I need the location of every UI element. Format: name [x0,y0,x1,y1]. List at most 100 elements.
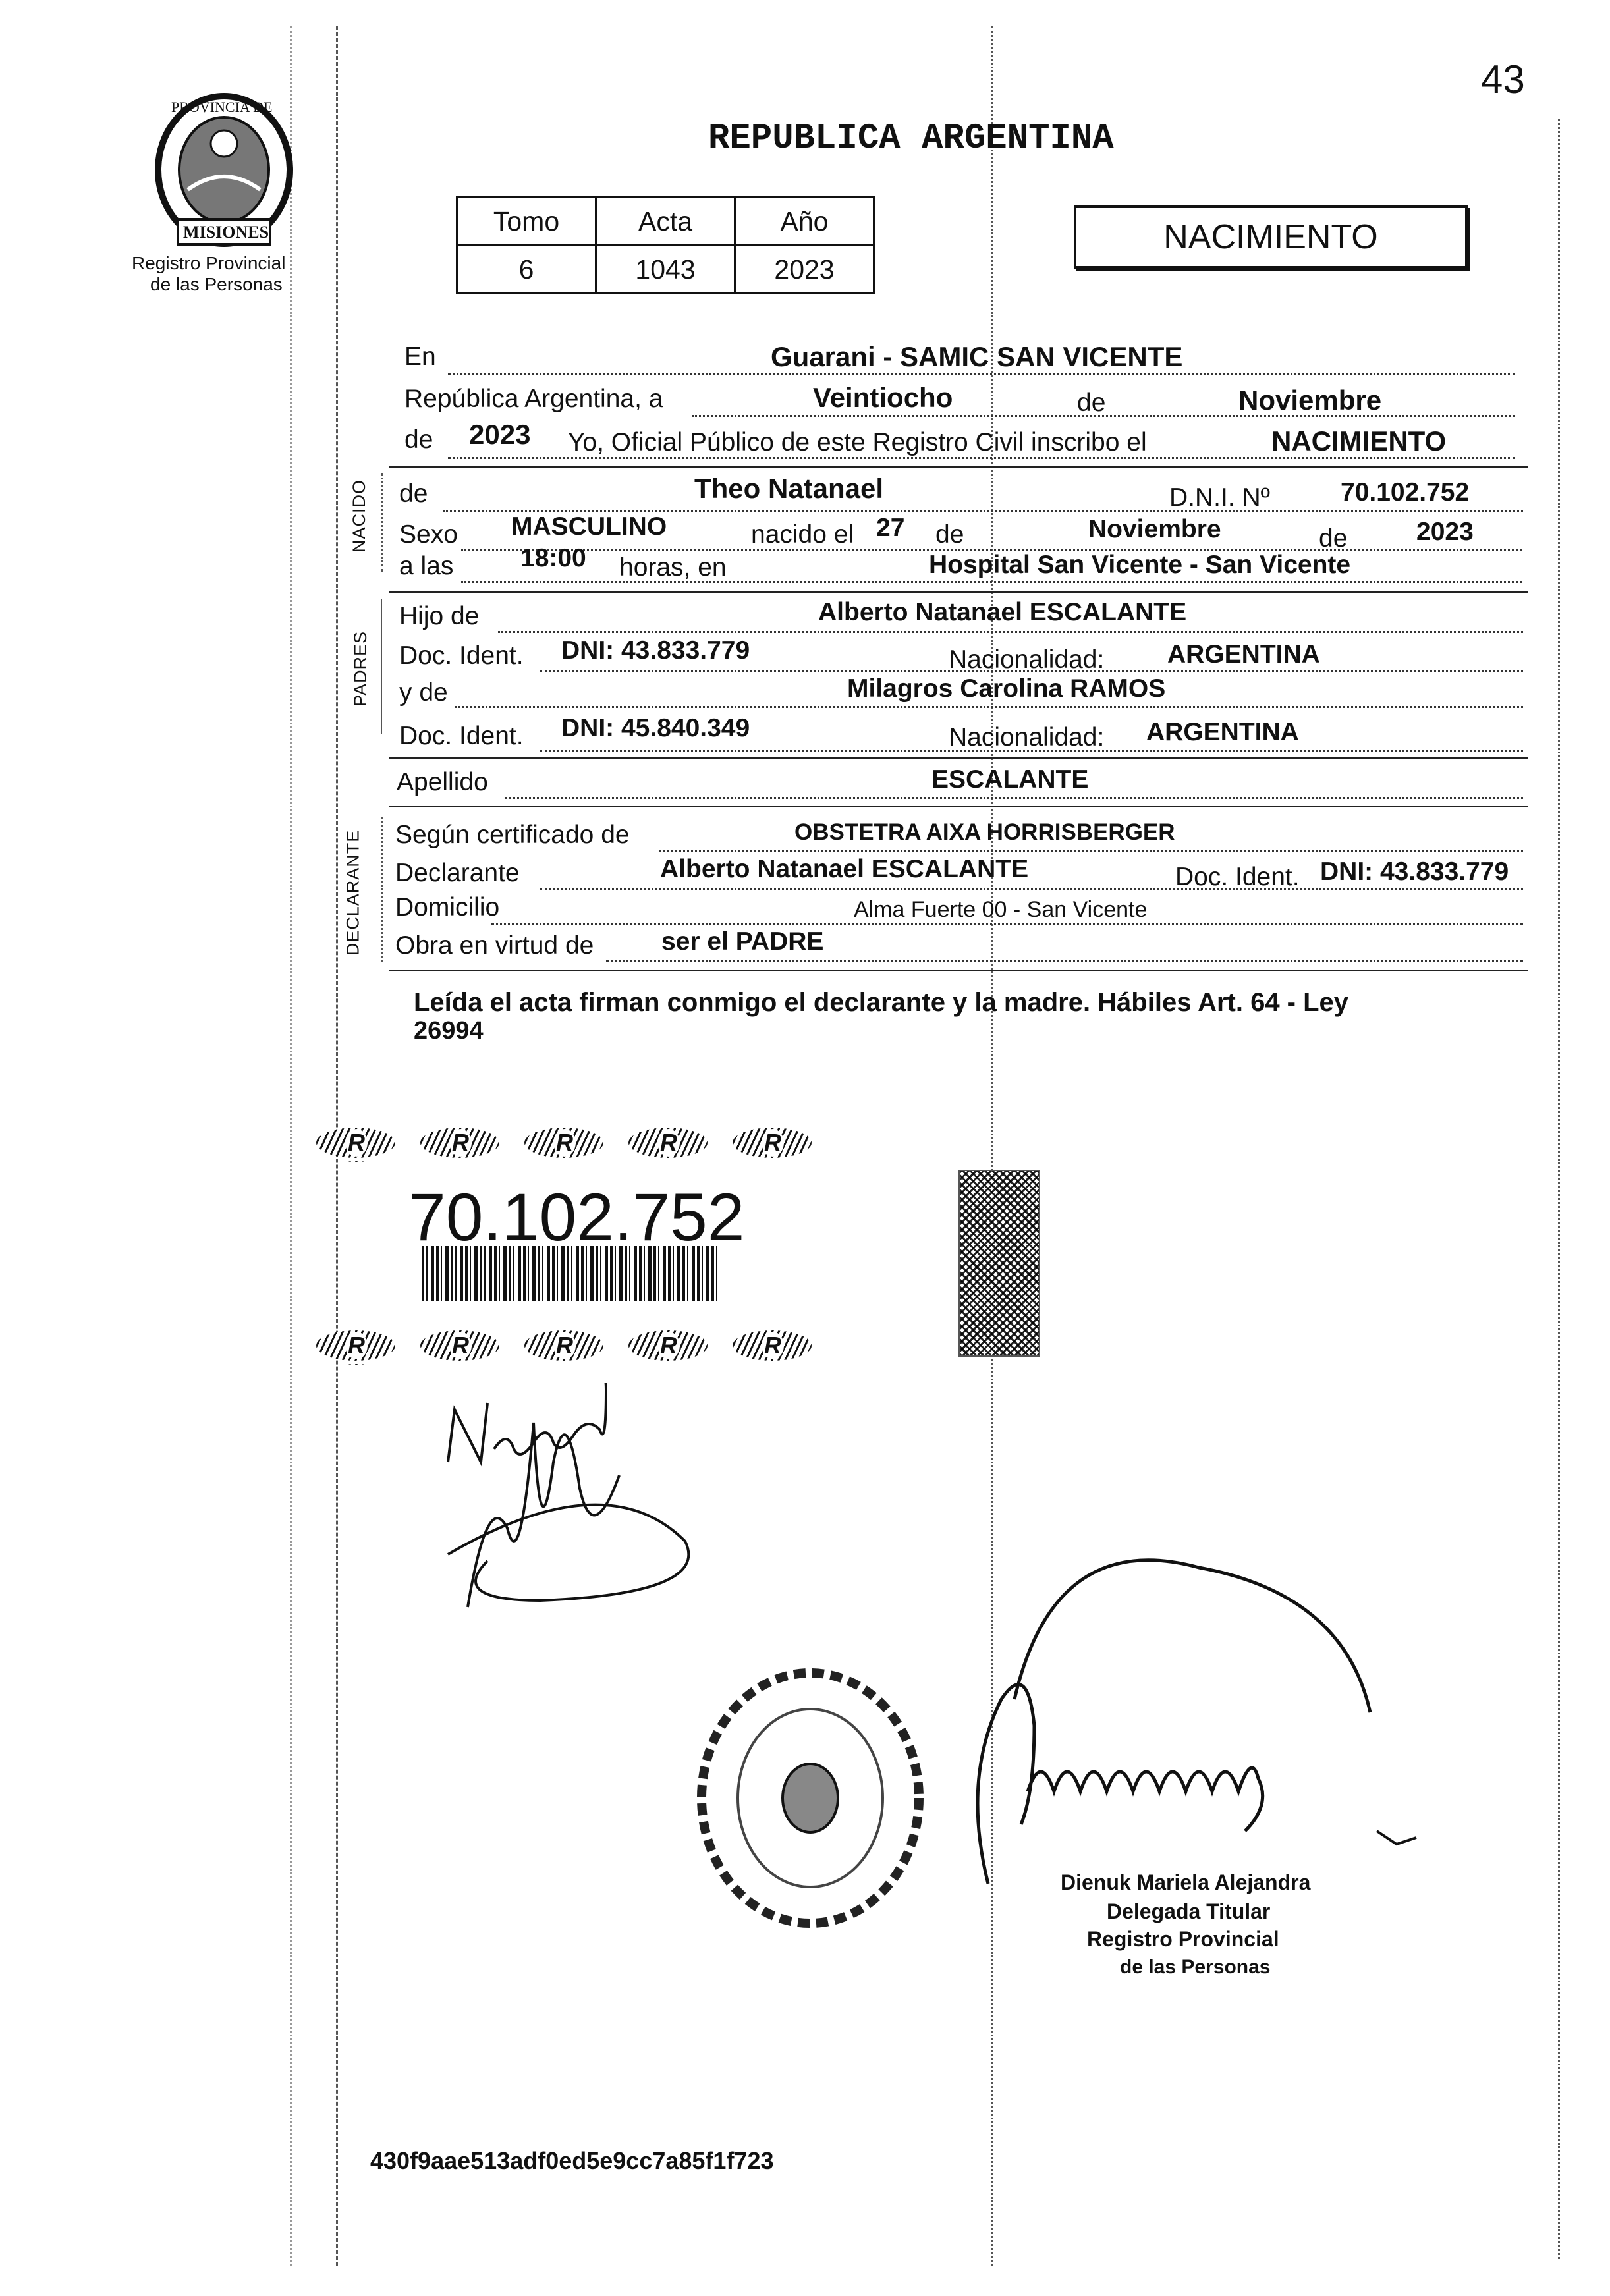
obra-value: ser el PADRE [661,927,824,956]
declarante-dots-2 [540,888,1523,890]
y-de-label: y de [399,678,448,707]
provincia-seal-icon [155,93,293,247]
declarante-dots-3 [491,923,1523,925]
en-label: En [404,342,436,371]
mother-nac-label: Nacionalidad: [949,723,1105,752]
security-band-top [316,1128,896,1162]
nacido-dots-2 [461,549,1522,551]
official-title: Delegada Titular [1107,1900,1271,1923]
apellido-label: Apellido [397,768,488,796]
logo-caption-line2: de las Personas [150,274,283,294]
closing-note-line1: Leída el acta firman conmigo el declaran… [414,988,1349,1017]
padres-section-label: PADRES [350,630,371,707]
de-label: de [1077,389,1106,417]
declarante-doc-label: Doc. Ident. [1175,863,1300,891]
cell-ano: 2023 [734,244,875,294]
dni-barcode [422,1246,717,1301]
registry-table-row: 6 1043 2023 [456,244,875,294]
sexo-value: MASCULINO [511,512,667,541]
declarante-dots-4 [606,960,1523,962]
birth-de-label-a: de [935,520,964,549]
far-left-mark [290,26,292,2266]
header-cell-ano: Año [734,196,875,246]
father-name: Alberto Natanael ESCALANTE [818,598,1187,626]
inscribe-value: NACIMIENTO [1271,425,1447,456]
birth-day: 27 [876,514,905,542]
hologram-icon [958,1170,1040,1357]
declarante-doc: DNI: 43.833.779 [1320,858,1509,886]
padres-dots-2 [540,670,1523,672]
nacido-el-label: nacido el [751,520,854,549]
birth-de-label-b: de [1319,524,1348,553]
official-name: Dienuk Mariela Alejandra [1061,1871,1311,1894]
father-doc-label: Doc. Ident. [399,642,524,670]
declarant-signature-icon [447,1383,690,1608]
nacido-dots-1 [443,510,1523,512]
padres-dots-1 [498,631,1523,633]
father-nac-label: Nacionalidad: [949,645,1105,674]
declarante-dots-1 [659,850,1523,852]
record-divider [389,466,1528,468]
month-value: Noviembre [1238,385,1382,416]
padres-dots-3 [455,706,1523,708]
cell-tomo: 6 [456,244,597,294]
cert-label: Según certificado de [395,821,630,849]
nacido-de-label: de [399,479,428,508]
padres-bracket [381,599,382,734]
hora-label: a las [399,552,454,580]
en-value: Guarani - SAMIC SAN VICENTE [771,341,1183,372]
official-signature-icon [976,1558,1417,1884]
declarante-bracket [381,817,383,962]
child-dni: 70.102.752 [1341,478,1470,506]
mother-doc: DNI: 45.840.349 [561,714,750,742]
official-office-line1: Registro Provincial [1087,1927,1279,1951]
registry-table: Tomo Acta Año 6 1043 2023 [456,196,875,294]
registry-table-header: Tomo Acta Año [456,196,875,246]
header-cell-tomo: Tomo [456,196,597,246]
header-cell-acta: Acta [595,196,736,246]
dni-sticker-number: 70.102.752 [408,1180,745,1255]
document-hash: 430f9aae513adf0ed5e9cc7a85f1f723 [370,2147,774,2174]
hospital-stamp-icon [697,1668,924,1928]
domicilio-value: Alma Fuerte 00 - San Vicente [854,897,1148,922]
declarante-divider [389,970,1528,971]
nacido-section-label: NACIDO [349,479,370,553]
declarante-name: Alberto Natanael ESCALANTE [660,855,1029,883]
security-band-bottom [316,1330,909,1365]
day-words: Veintiocho [813,382,953,413]
year-de-label: de [404,425,433,454]
declarante-label: Declarante [395,859,520,887]
child-name: Theo Natanael [694,473,884,504]
father-doc: DNI: 43.833.779 [561,636,750,665]
birth-year: 2023 [1416,518,1474,546]
apellido-divider [389,806,1528,807]
year-value: 2023 [469,419,531,450]
page-number: 43 [1481,57,1525,101]
nacido-divider [389,591,1528,593]
declarante-section-label: DECLARANTE [343,829,363,956]
logo-top-text: PROVINCIA DE [171,99,273,115]
nacido-bracket [381,473,383,572]
cert-value: OBSTETRA AIXA HORRISBERGER [794,819,1175,845]
hora-value: 18:00 [520,544,586,572]
officer-text: Yo, Oficial Público de este Registro Civ… [568,428,1147,456]
dni-label: D.N.I. Nº [1169,483,1270,512]
birth-month: Noviembre [1088,515,1221,543]
logo-caption-line1: Registro Provincial [132,253,286,273]
logo-bottom-text: MISIONES [183,223,269,242]
mother-doc-label: Doc. Ident. [399,722,524,750]
closing-note-line2: 26994 [414,1017,484,1045]
obra-label: Obra en virtud de [395,931,594,960]
mother-name: Milagros Carolina RAMOS [847,674,1166,703]
cell-acta: 1043 [595,244,736,294]
mother-nationality: ARGENTINA [1146,718,1299,746]
apellido-value: ESCALANTE [931,765,1089,794]
apellido-dots [505,797,1523,799]
horas-en-label: horas, en [619,553,727,582]
right-margin-line [1558,119,1560,2259]
father-nationality: ARGENTINA [1167,640,1320,669]
domicilio-label: Domicilio [395,893,500,921]
republica-dots [692,415,1515,417]
page-title: REPUBLICA ARGENTINA [708,119,1114,159]
en-dots [448,373,1515,375]
